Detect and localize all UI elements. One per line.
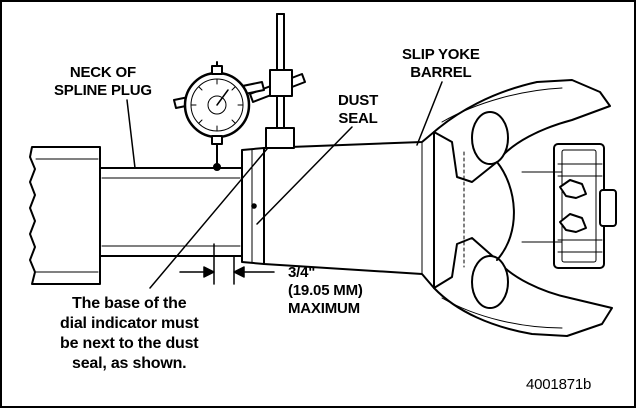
label-dust-seal: DUST SEAL <box>338 92 379 127</box>
dimension-marker <box>179 243 275 285</box>
caption-instruction: The base of the dial indicator must be n… <box>60 295 199 372</box>
figure-id: 4001871b <box>526 376 592 393</box>
leader-lines <box>126 81 443 289</box>
indicator-stand <box>249 13 306 149</box>
universal-joint-cross <box>521 143 617 269</box>
spline-plug-end-cap <box>29 146 101 285</box>
label-slip-yoke-barrel: SLIP YOKE BARREL <box>402 46 480 81</box>
dial-indicator-gauge <box>173 61 265 171</box>
slip-yoke-barrel <box>263 131 435 289</box>
spline-plug-neck <box>99 167 243 257</box>
label-neck-of-spline-plug: NECK OF SPLINE PLUG <box>54 64 152 99</box>
label-measurement: 3/4" (19.05 MM) MAXIMUM <box>288 264 363 317</box>
yoke-ears <box>433 79 613 337</box>
